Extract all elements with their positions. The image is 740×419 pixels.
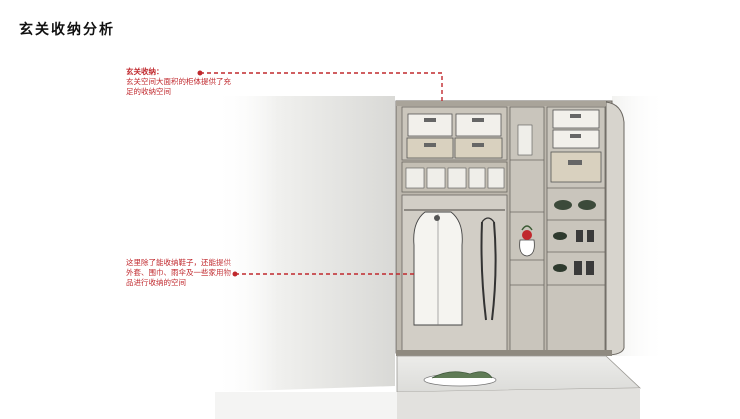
storage-bin — [426, 167, 446, 189]
floor-plant — [423, 371, 497, 387]
storage-box — [454, 137, 503, 159]
bowl — [553, 232, 567, 240]
umbrella — [480, 217, 497, 321]
storage-box — [552, 109, 600, 129]
jar — [574, 261, 582, 275]
leader-dot-1 — [197, 70, 203, 76]
annotation-entry-storage: 玄关收纳： 玄关空间大面积的柜体提供了充足的收纳空间 — [126, 67, 238, 97]
jar — [586, 261, 594, 275]
page-title: 玄关收纳分析 — [19, 22, 115, 38]
left-wall — [215, 96, 395, 392]
floor-front — [215, 392, 397, 419]
storage-box — [552, 129, 600, 149]
storage-bin — [517, 124, 533, 156]
flower-vase — [519, 225, 535, 257]
jar — [587, 230, 594, 242]
annotation-text: 这里除了能收纳鞋子，还能提供外套、围巾、雨伞及一些家用物品进行收纳的空间 — [126, 258, 231, 287]
annotation-heading: 玄关收纳： — [126, 67, 164, 76]
storage-bin — [487, 167, 505, 189]
bowl — [553, 264, 567, 272]
storage-box — [406, 137, 454, 159]
bowl — [578, 200, 596, 210]
annotation-text: 玄关空间大面积的柜体提供了充足的收纳空间 — [126, 77, 231, 96]
storage-bin — [468, 167, 486, 189]
annotation-shoe-storage: 这里除了能收纳鞋子，还能提供外套、围巾、雨伞及一些家用物品进行收纳的空间 — [126, 258, 238, 288]
storage-box — [550, 151, 602, 183]
storage-bin — [447, 167, 467, 189]
jar — [576, 230, 583, 242]
cabinet — [395, 100, 625, 356]
bowl — [554, 200, 572, 210]
storage-box — [455, 113, 502, 137]
storage-box — [407, 113, 453, 137]
leader-dot-2 — [232, 271, 238, 277]
leader-line-1 — [200, 72, 443, 104]
storage-bin — [405, 167, 425, 189]
floor-step — [396, 355, 641, 393]
